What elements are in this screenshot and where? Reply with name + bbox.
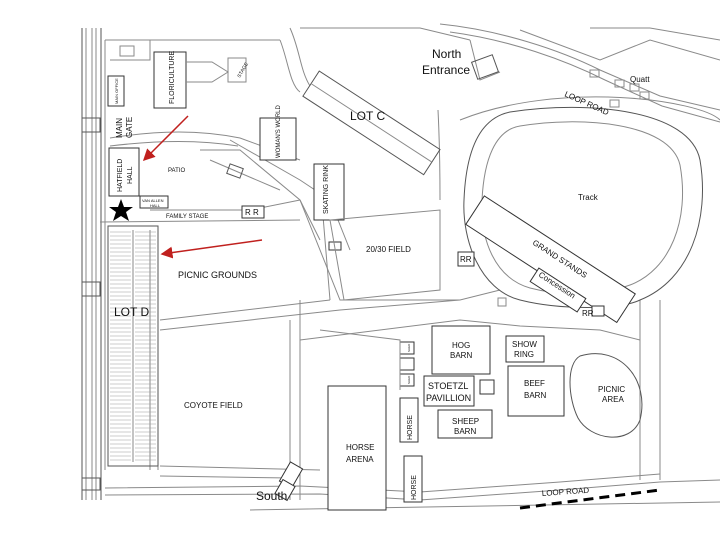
van-allen-hall-label-2: HALL xyxy=(150,203,161,208)
loop-road-top-label: LOOP ROAD xyxy=(563,90,610,118)
horse-arena-label: HORSE xyxy=(346,443,374,452)
arrow-to-lot-d xyxy=(160,239,263,259)
stoetzl-label: STOETZL xyxy=(428,381,468,391)
lot-c-label: LOT C xyxy=(350,109,385,123)
picnic-area-label: PICNIC xyxy=(598,385,625,394)
quattro-label: Quatt xyxy=(630,75,650,84)
sheep-barn-label: SHEEP xyxy=(452,417,479,426)
pointer-arrow-icon xyxy=(142,115,263,259)
stage-label: STAGE xyxy=(237,61,251,79)
rr-label-2: RR xyxy=(460,255,472,264)
hatfield-hall-label-2: HALL xyxy=(127,166,134,184)
loop-road-bottom-label: LOOP ROAD xyxy=(542,486,590,498)
hog-barn-label-2: BARN xyxy=(450,351,472,360)
buildings xyxy=(108,117,643,511)
show-ring-label-2: RING xyxy=(514,350,534,359)
lot-d-label: LOT D xyxy=(114,305,149,319)
van-allen-hall-label: VAN ALLEN xyxy=(142,198,164,203)
floriculture-label: FLORICULTURE xyxy=(169,51,176,104)
stoetzl-label-2: PAVILLION xyxy=(426,393,471,403)
shed-label-2: SHED xyxy=(407,375,411,384)
main-gate-area xyxy=(107,39,247,109)
fields xyxy=(299,209,641,390)
north-entrance-label: North xyxy=(432,47,461,61)
picnic-grounds-label: PICNIC GROUNDS xyxy=(178,270,257,280)
rr-label-3: RR xyxy=(582,309,594,318)
beef-barn-label: BEEF xyxy=(524,379,545,388)
arrow-to-hatfield xyxy=(142,115,189,162)
horse-label-1: HORSE xyxy=(407,415,414,440)
main-gate-label-2: GATE xyxy=(125,117,134,138)
track-label: Track xyxy=(578,193,599,202)
shed-label-1: SHED xyxy=(407,343,411,352)
hog-barn-label: HOG xyxy=(452,341,470,350)
coyote-field-label: COYOTE FIELD xyxy=(184,401,243,410)
location-star-icon xyxy=(109,199,133,221)
sheep-barn-label-2: BARN xyxy=(454,427,476,436)
main-gate-label: MAIN xyxy=(115,118,124,138)
family-stage-label: FAMILY STAGE xyxy=(166,214,208,220)
horse-label-2: HORSE xyxy=(411,475,418,500)
womans-world-label: WOMAN'S WORLD xyxy=(276,105,282,158)
west-road xyxy=(81,28,106,500)
main-office-label: MAIN OFFICE xyxy=(114,78,119,104)
hatfield-hall-label: HATFIELD xyxy=(117,159,124,192)
north-entrance-label-2: Entrance xyxy=(422,63,470,77)
ne-parking xyxy=(519,27,720,108)
lot-c xyxy=(302,70,441,176)
lot-d xyxy=(107,225,159,467)
north-roads xyxy=(105,23,720,123)
horse-arena-label-2: ARENA xyxy=(346,455,374,464)
south-boundary xyxy=(519,488,661,510)
south-label: South xyxy=(256,489,287,503)
picnic-area-label-2: AREA xyxy=(602,395,624,404)
field-2030-label: 20/30 FIELD xyxy=(366,245,411,254)
beef-barn-label-2: BARN xyxy=(524,391,546,400)
rr-label-1: R R xyxy=(245,208,259,217)
show-ring-label: SHOW xyxy=(512,340,537,349)
skating-rink-label: SKATING RINK xyxy=(323,165,330,214)
patio-label: PATIO xyxy=(168,168,185,174)
